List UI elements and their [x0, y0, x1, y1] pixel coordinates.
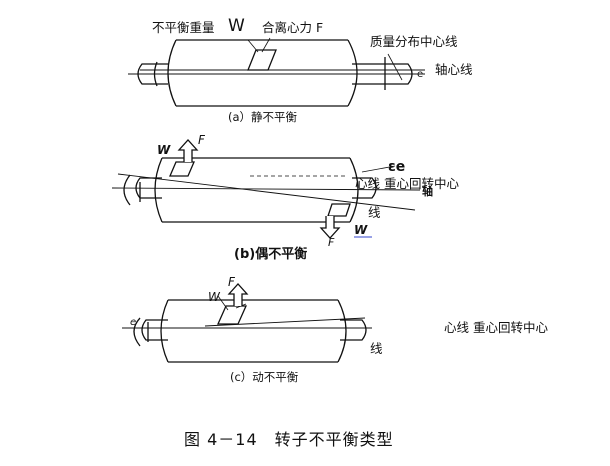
panel-a-leader-weight — [247, 39, 259, 53]
panel-b-rotation-arrow — [123, 174, 131, 206]
panel-b-bottom-force-arrow — [319, 216, 341, 239]
panel-c-leader-w — [217, 295, 229, 311]
panel-b-drawing — [111, 139, 421, 239]
panel-b-axis-fragment: 轴 — [422, 185, 433, 198]
panel-a-rotor-left-end — [167, 39, 177, 107]
panel-c-rotor-left-end — [160, 299, 169, 363]
panel-a-e-label: e — [417, 69, 424, 80]
panel-a-caption: (a）静不平衡 — [228, 110, 298, 124]
panel-c-line-fragment: 线 — [370, 341, 383, 356]
panel-c-e-label: e — [130, 317, 137, 328]
panel-a-drawing — [128, 37, 425, 107]
panel-b-top-force-arrow — [177, 139, 199, 162]
panel-a-resultant-force-label: 合离心力 F — [262, 20, 324, 35]
figure-title: 图 4－14 转子不平衡类型 — [184, 430, 394, 449]
panel-a-shaft-axis-label: 轴心线 — [435, 62, 473, 77]
panel-b-right-shaft — [352, 177, 377, 199]
panel-b-rotor-body — [162, 157, 350, 223]
panel-b-rotation-center-label: 心线 重心回转中心 — [355, 176, 459, 191]
panel-c-drawing — [122, 283, 372, 363]
panel-a-rotor-right-end — [347, 39, 358, 107]
panel-a-leader-force — [261, 37, 271, 53]
panel-c-rotor-body — [168, 299, 338, 363]
panel-c-caption: (c）动不平衡 — [230, 370, 299, 384]
panel-a-unbalance-weight-label: 不平衡重量 — [152, 20, 215, 35]
panel-a-rotor-body — [176, 39, 348, 107]
panel-c-left-shaft — [141, 319, 168, 341]
panel-c-inertia-axis-line — [204, 317, 366, 327]
panel-b-bottom-weight — [327, 203, 351, 217]
panel-b-bottom-f-label: F — [328, 236, 335, 249]
panel-c-rotation-center-label: 心线 重心回转中心 — [444, 320, 548, 335]
panel-b-rotor-left-end — [154, 157, 163, 223]
panel-b-top-w-label: W — [157, 143, 171, 157]
panel-b-e-label: εe — [388, 159, 406, 175]
panel-b-inertia-axis-line — [117, 173, 416, 211]
panel-a-leader-mass-axis — [387, 53, 403, 81]
panel-a-w-label: W — [228, 16, 245, 36]
panel-b-line-fragment: 线 — [368, 205, 381, 220]
panel-a-unbalance-weight — [247, 49, 277, 71]
panel-b-top-weight — [169, 161, 195, 177]
panel-b-shaft-axis-line — [111, 187, 421, 191]
panel-b-bottom-w-label: W — [354, 223, 368, 237]
panel-c-rotation-arrow — [133, 317, 141, 347]
panel-b-caption: (b)偶不平衡 — [234, 247, 308, 262]
panel-c-right-shaft — [340, 319, 367, 341]
panel-c-weight — [216, 305, 248, 325]
panel-c-f-label: F — [228, 275, 235, 289]
panel-c-w-label: W — [208, 290, 220, 304]
panel-b-top-f-label: F — [198, 133, 205, 147]
panel-b-leader-e — [361, 165, 396, 173]
panel-c-rotor-right-end — [337, 299, 347, 363]
panel-a-mass-axis-label: 质量分布中心线 — [370, 34, 458, 49]
panel-c-force-arrow — [227, 283, 249, 306]
